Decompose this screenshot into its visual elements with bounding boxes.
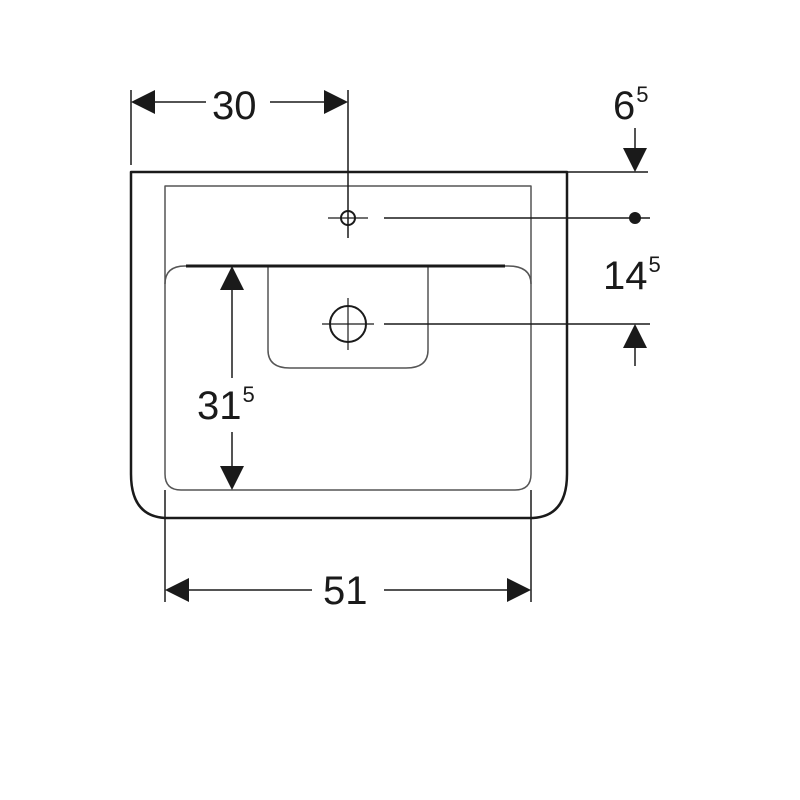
dimension-label-51: 51 bbox=[323, 571, 369, 611]
dimension-label-31-5: 315 bbox=[197, 384, 255, 428]
bowl-front-curve bbox=[164, 265, 532, 285]
arrowhead-31-5-up bbox=[220, 266, 244, 290]
tap-hole-symbol bbox=[328, 210, 368, 226]
drain-recess bbox=[267, 266, 429, 369]
arrowhead-31-5-down bbox=[220, 466, 244, 490]
arrowhead-14-5-up bbox=[623, 324, 647, 348]
arrowhead-51-left bbox=[165, 578, 189, 602]
arrowhead-51-right bbox=[507, 578, 531, 602]
arrowhead-6-5-down bbox=[623, 148, 647, 172]
arrowhead-30-right bbox=[324, 90, 348, 114]
basin-outer-outline bbox=[129, 170, 569, 520]
basin-inner-rim bbox=[164, 185, 532, 491]
dimension-fraction: 5 bbox=[648, 252, 661, 277]
arrowhead-30-left bbox=[131, 90, 155, 114]
drain-hole-symbol bbox=[322, 298, 374, 350]
dimension-value: 6 bbox=[613, 84, 636, 128]
dimension-value: 51 bbox=[323, 569, 368, 613]
dimension-label-14-5: 145 bbox=[603, 254, 661, 298]
dimension-value: 14 bbox=[603, 254, 648, 298]
dimension-value: 31 bbox=[197, 384, 242, 428]
dimension-label-6-5: 65 bbox=[613, 84, 649, 128]
dimension-fraction: 5 bbox=[242, 382, 255, 407]
dimension-value: 30 bbox=[212, 84, 257, 128]
dimension-fraction: 5 bbox=[636, 82, 649, 107]
dimension-label-30: 30 bbox=[212, 86, 258, 126]
reference-dot bbox=[629, 212, 641, 224]
